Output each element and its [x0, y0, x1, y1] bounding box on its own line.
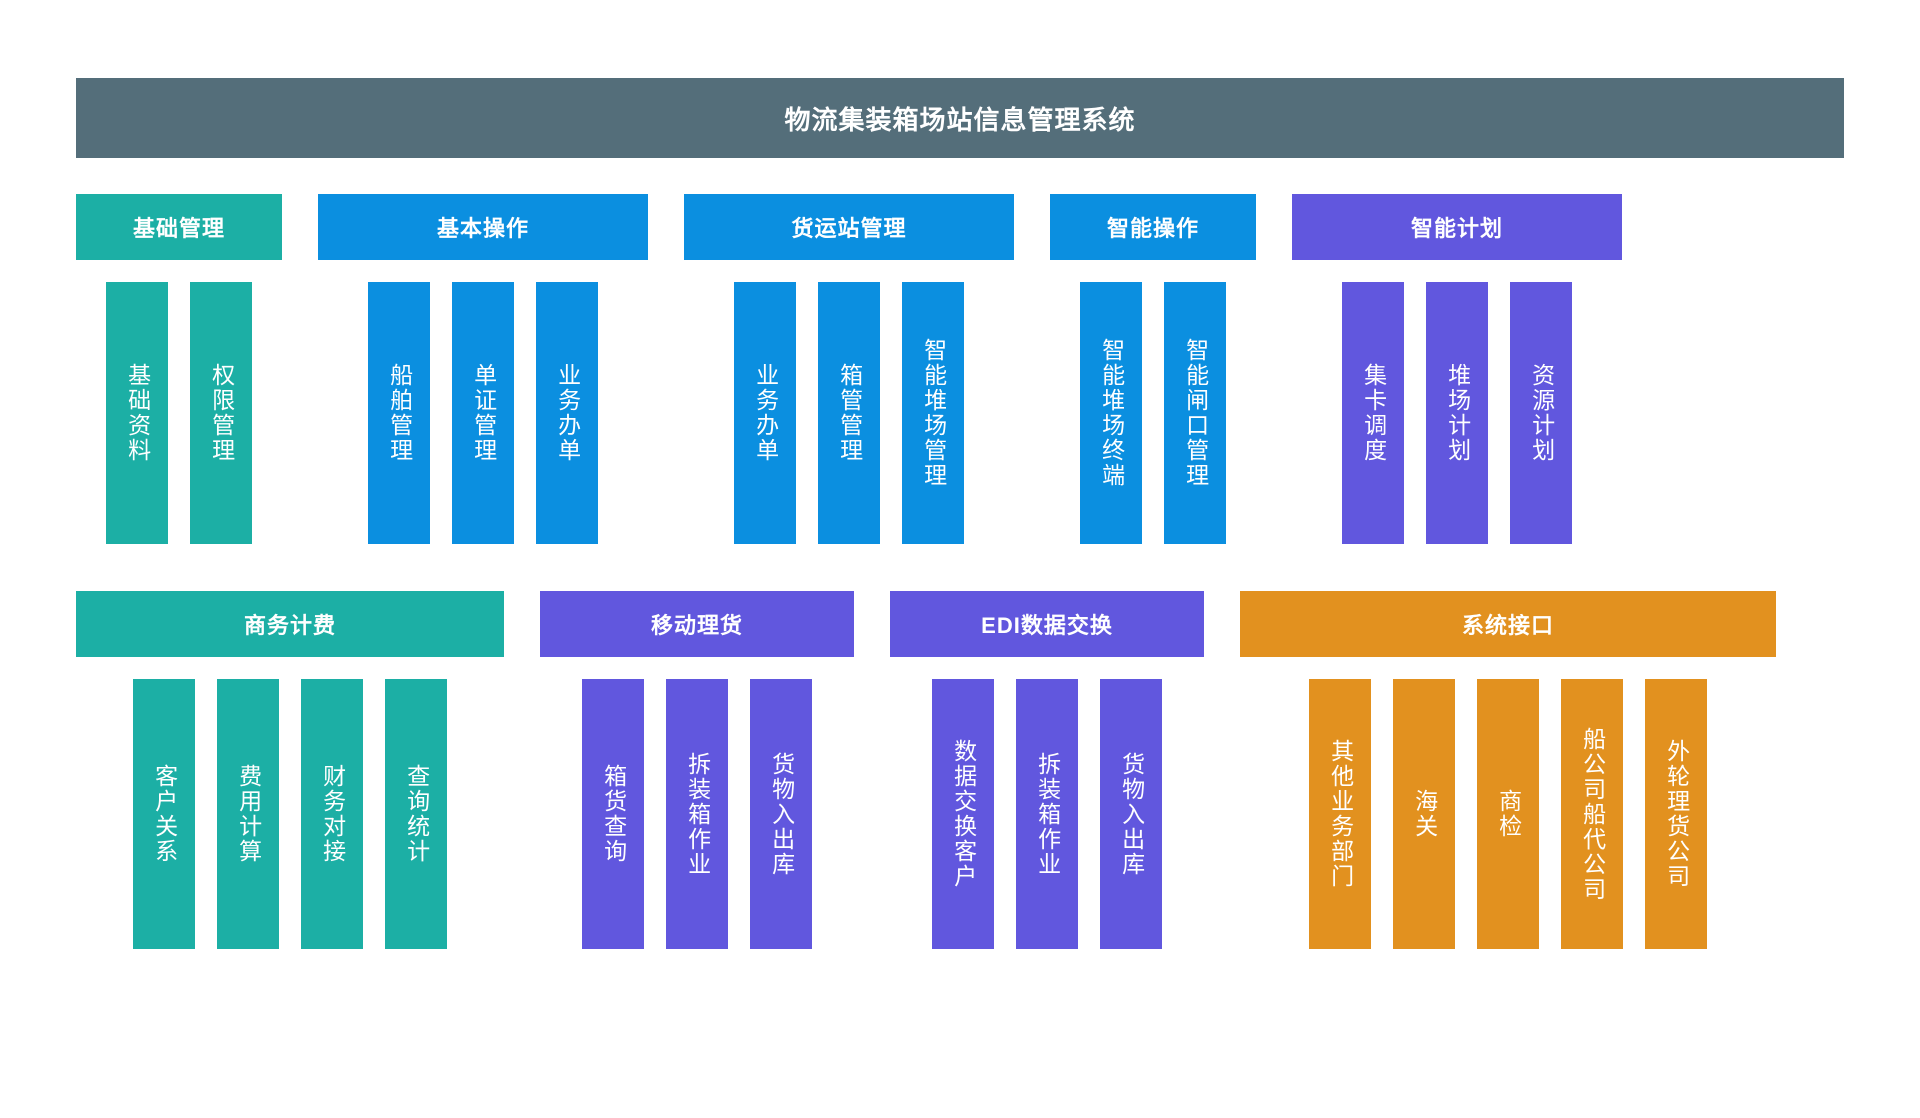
diagram-canvas: 物流集装箱场站信息管理系统 基础管理 基础资料 权限管理 基本操作 船舶管理 单… [0, 78, 1920, 1118]
module-card[interactable]: 业务办单 [536, 282, 598, 544]
group-header-jichuguanli[interactable]: 基础管理 [76, 194, 282, 260]
module-card[interactable]: 箱货查询 [582, 679, 644, 949]
group-cards-xitongjiekou: 其他业务部门 海关 商检 船公司船代公司 外轮理货公司 [1240, 679, 1776, 949]
module-card[interactable]: 业务办单 [734, 282, 796, 544]
group-header-edishujujiaohuan[interactable]: EDI数据交换 [890, 591, 1204, 657]
group-cards-shangwujifei: 客户关系 费用计算 财务对接 查询统计 [76, 679, 504, 949]
module-card[interactable]: 智能堆场管理 [902, 282, 964, 544]
group-cards-edishujujiaohuan: 数据交换客户 拆装箱作业 货物入出库 [890, 679, 1204, 949]
module-card[interactable]: 堆场计划 [1426, 282, 1488, 544]
module-row-1: 基础管理 基础资料 权限管理 基本操作 船舶管理 单证管理 业务办单 货运站管理… [76, 194, 1844, 544]
system-title-bar: 物流集装箱场站信息管理系统 [76, 78, 1844, 158]
group-cards-zhinengjihua: 集卡调度 堆场计划 资源计划 [1292, 282, 1622, 544]
group-cards-jichuguanli: 基础资料 权限管理 [76, 282, 282, 544]
module-card[interactable]: 船舶管理 [368, 282, 430, 544]
module-card[interactable]: 货物入出库 [750, 679, 812, 949]
module-group-huoyunzhanguanli: 货运站管理 业务办单 箱管管理 智能堆场管理 [684, 194, 1014, 544]
module-card[interactable]: 权限管理 [190, 282, 252, 544]
group-header-jibencaozuo[interactable]: 基本操作 [318, 194, 648, 260]
module-card[interactable]: 集卡调度 [1342, 282, 1404, 544]
module-group-edishujujiaohuan: EDI数据交换 数据交换客户 拆装箱作业 货物入出库 [890, 591, 1204, 949]
group-header-zhinengjihua[interactable]: 智能计划 [1292, 194, 1622, 260]
module-card[interactable]: 智能闸口管理 [1164, 282, 1226, 544]
module-card[interactable]: 其他业务部门 [1309, 679, 1371, 949]
module-card[interactable]: 基础资料 [106, 282, 168, 544]
group-header-huoyunzhanguanli[interactable]: 货运站管理 [684, 194, 1014, 260]
group-header-zhinengcaozuo[interactable]: 智能操作 [1050, 194, 1256, 260]
module-card[interactable]: 智能堆场终端 [1080, 282, 1142, 544]
module-card[interactable]: 查询统计 [385, 679, 447, 949]
module-card[interactable]: 财务对接 [301, 679, 363, 949]
page-title: 物流集装箱场站信息管理系统 [784, 104, 1136, 135]
group-cards-jibencaozuo: 船舶管理 单证管理 业务办单 [318, 282, 648, 544]
module-card[interactable]: 货物入出库 [1100, 679, 1162, 949]
module-card[interactable]: 单证管理 [452, 282, 514, 544]
module-row-2: 商务计费 客户关系 费用计算 财务对接 查询统计 移动理货 箱货查询 拆装箱作业… [76, 591, 1844, 949]
module-card[interactable]: 拆装箱作业 [1016, 679, 1078, 949]
group-cards-yidonglihuo: 箱货查询 拆装箱作业 货物入出库 [540, 679, 854, 949]
module-card[interactable]: 箱管管理 [818, 282, 880, 544]
module-group-jichuguanli: 基础管理 基础资料 权限管理 [76, 194, 282, 544]
group-header-xitongjiekou[interactable]: 系统接口 [1240, 591, 1776, 657]
module-card[interactable]: 外轮理货公司 [1645, 679, 1707, 949]
module-card[interactable]: 海关 [1393, 679, 1455, 949]
module-card[interactable]: 拆装箱作业 [666, 679, 728, 949]
module-group-zhinengjihua: 智能计划 集卡调度 堆场计划 资源计划 [1292, 194, 1622, 544]
module-card[interactable]: 商检 [1477, 679, 1539, 949]
group-header-shangwujifei[interactable]: 商务计费 [76, 591, 504, 657]
group-header-yidonglihuo[interactable]: 移动理货 [540, 591, 854, 657]
group-cards-zhinengcaozuo: 智能堆场终端 智能闸口管理 [1050, 282, 1256, 544]
module-card[interactable]: 数据交换客户 [932, 679, 994, 949]
module-card[interactable]: 资源计划 [1510, 282, 1572, 544]
module-card[interactable]: 船公司船代公司 [1561, 679, 1623, 949]
module-group-yidonglihuo: 移动理货 箱货查询 拆装箱作业 货物入出库 [540, 591, 854, 949]
module-group-zhinengcaozuo: 智能操作 智能堆场终端 智能闸口管理 [1050, 194, 1256, 544]
module-group-xitongjiekou: 系统接口 其他业务部门 海关 商检 船公司船代公司 外轮理货公司 [1240, 591, 1776, 949]
module-card[interactable]: 费用计算 [217, 679, 279, 949]
module-group-jibencaozuo: 基本操作 船舶管理 单证管理 业务办单 [318, 194, 648, 544]
group-cards-huoyunzhanguanli: 业务办单 箱管管理 智能堆场管理 [684, 282, 1014, 544]
module-card[interactable]: 客户关系 [133, 679, 195, 949]
module-group-shangwujifei: 商务计费 客户关系 费用计算 财务对接 查询统计 [76, 591, 504, 949]
